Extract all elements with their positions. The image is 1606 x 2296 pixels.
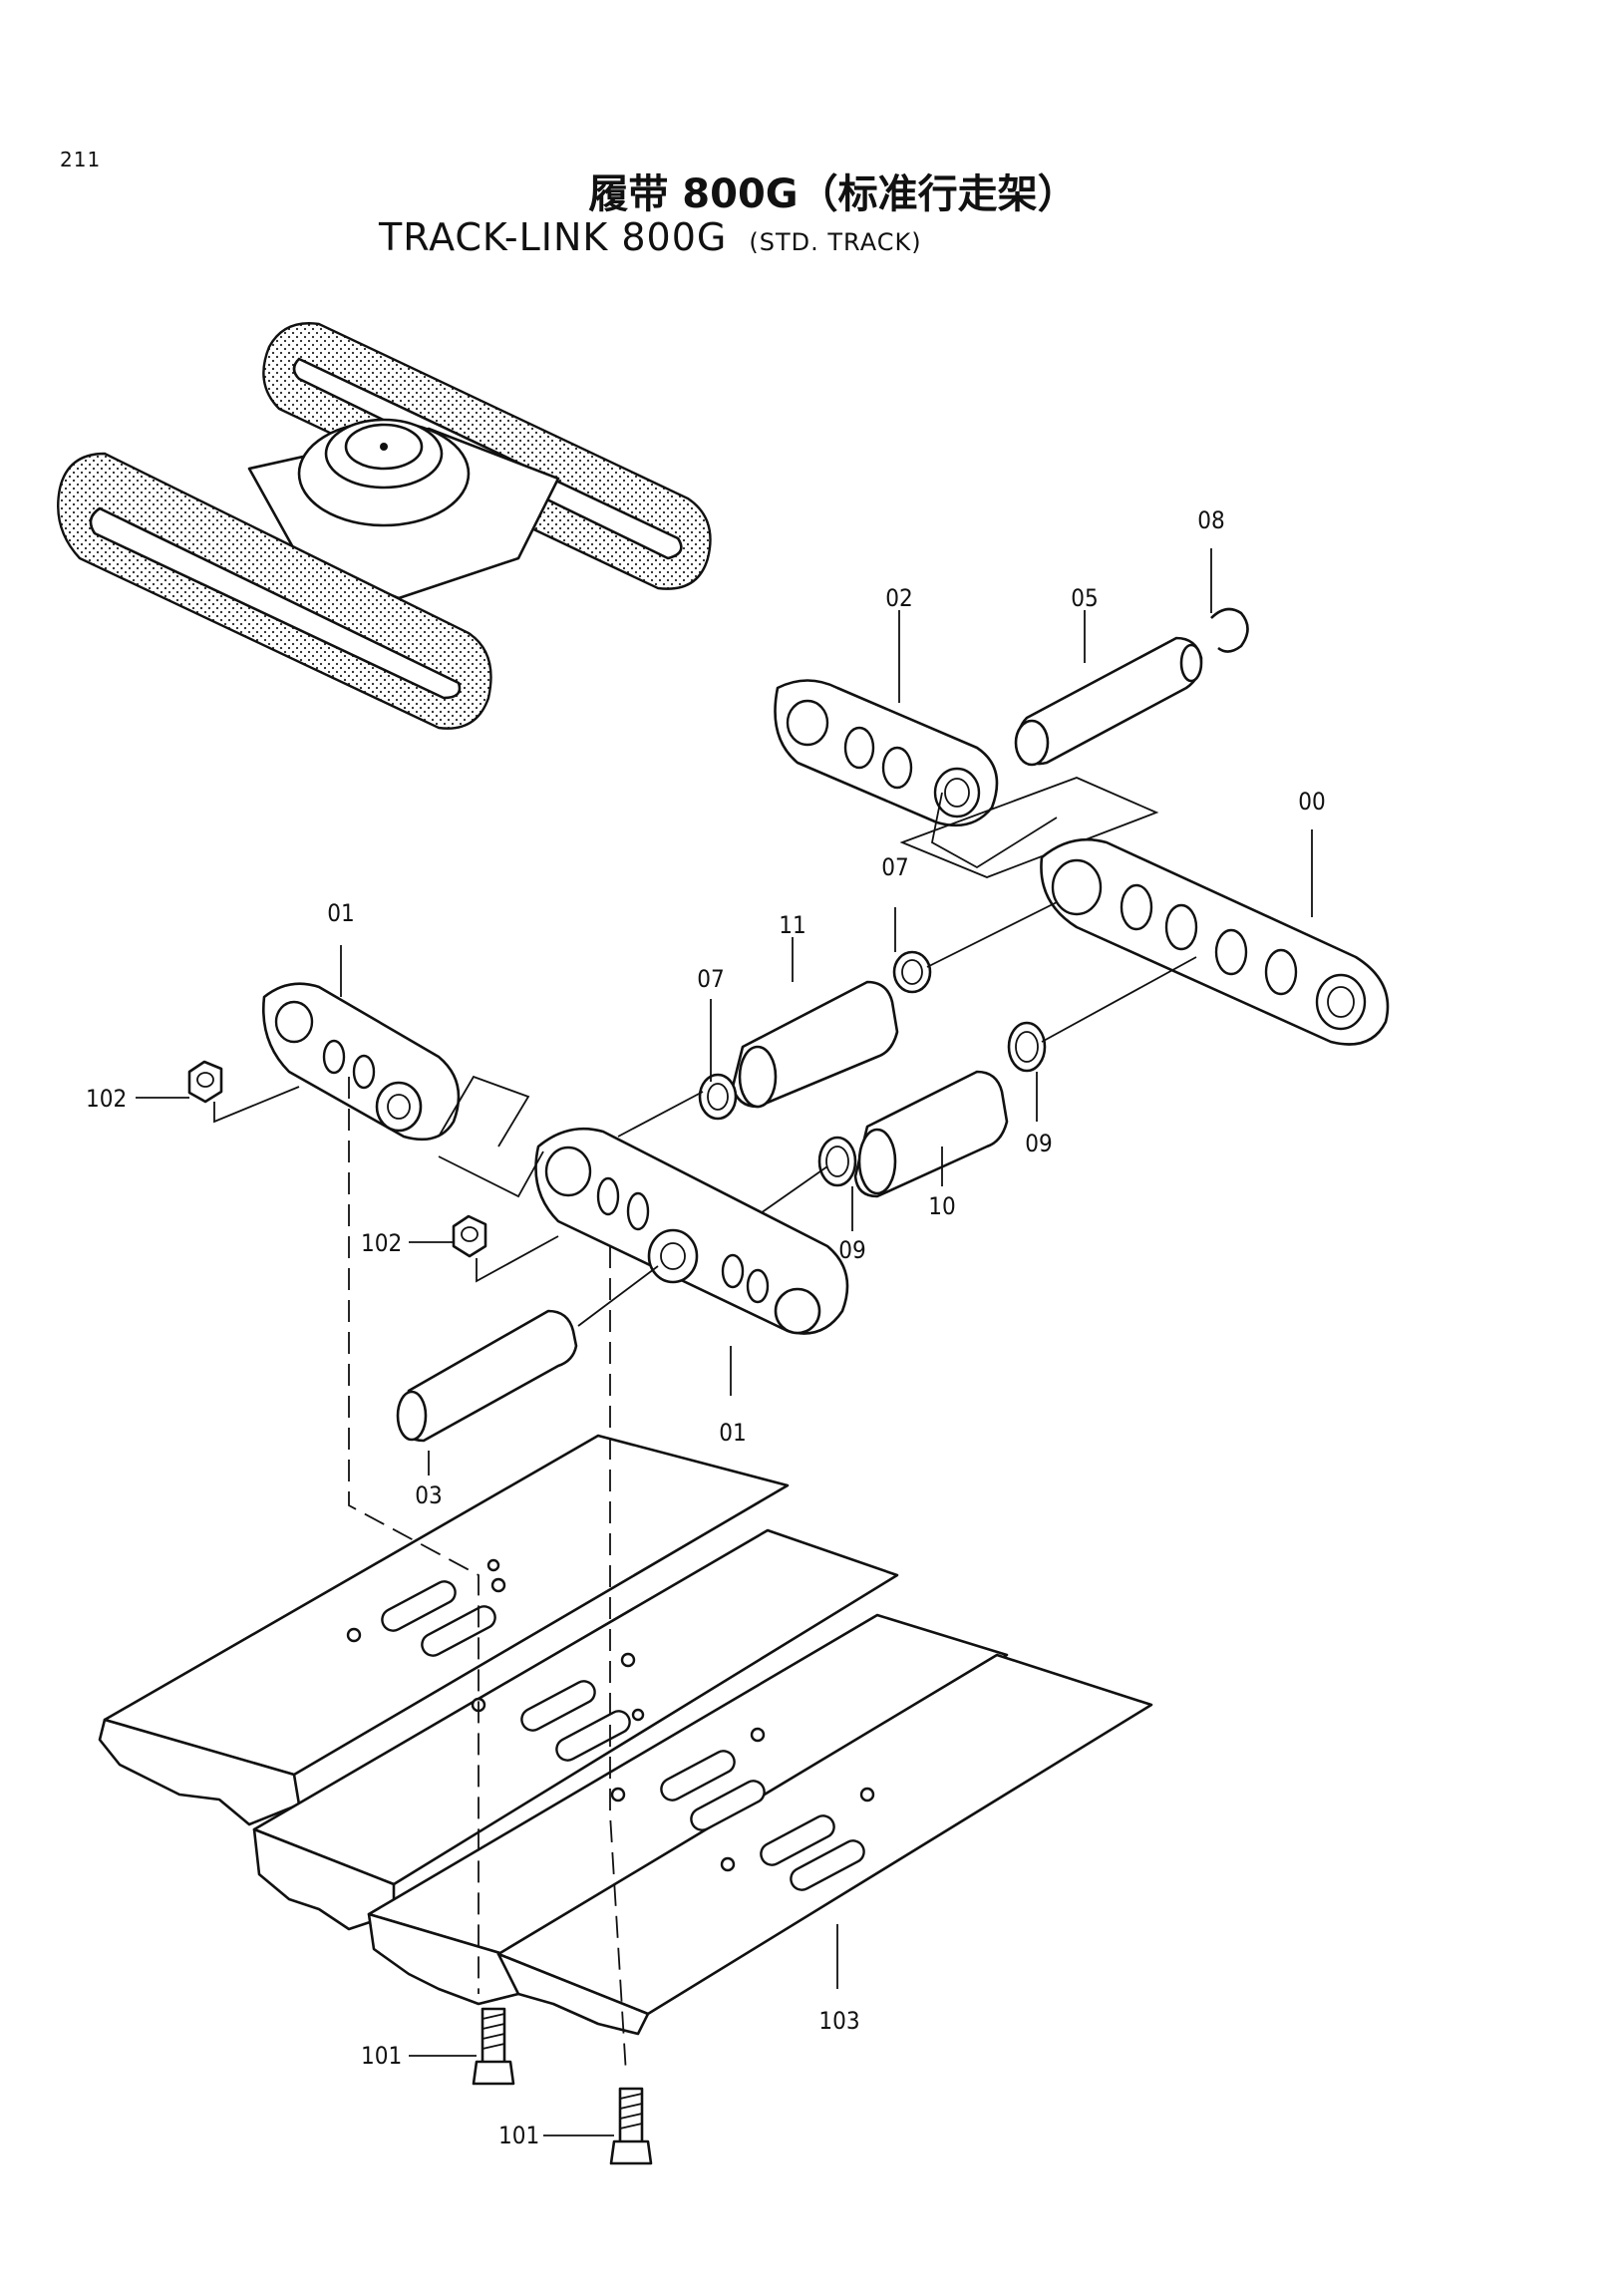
callout-103: 103	[818, 2007, 859, 2035]
callout-102-lower: 102	[361, 1229, 402, 1257]
link-01-left	[262, 982, 461, 1142]
bushing-10	[853, 1070, 1009, 1198]
pin-03	[396, 1309, 578, 1443]
undercarriage-overview-illustration	[57, 322, 712, 730]
callout-08: 08	[1197, 506, 1224, 534]
bolt-101-upper	[472, 2007, 515, 2086]
nut-102-lower	[452, 1214, 487, 1258]
section-frame-upper	[899, 777, 1159, 878]
seal-07-upper	[892, 950, 932, 994]
callout-02: 02	[885, 584, 912, 612]
callout-102-upper: 102	[86, 1085, 127, 1113]
seal-09-upper	[1007, 1021, 1047, 1073]
title-english: TRACK-LINK 800G (STD. TRACK)	[379, 215, 922, 259]
retaining-ring-08	[1210, 607, 1249, 653]
callout-01-upper: 01	[327, 899, 354, 927]
link-01-center	[534, 1127, 849, 1335]
title-english-main: TRACK-LINK 800G	[379, 215, 728, 259]
callout-11: 11	[779, 911, 805, 939]
callout-09-right: 09	[1025, 1130, 1052, 1157]
link-assembly-00	[1040, 837, 1390, 1046]
callout-101-upper: 101	[361, 2042, 402, 2070]
callout-09-left: 09	[838, 1236, 865, 1264]
link-02	[774, 679, 999, 827]
callout-10: 10	[928, 1192, 955, 1220]
title-english-subtitle: (STD. TRACK)	[749, 228, 922, 256]
seal-07-lower	[698, 1073, 738, 1121]
page-number: 211	[60, 148, 102, 171]
callout-07-upper: 07	[881, 853, 908, 881]
callout-01-lower: 01	[719, 1419, 746, 1447]
pin-05	[1014, 636, 1203, 767]
callout-101-lower: 101	[498, 2122, 539, 2149]
link-02-leader-frame	[930, 792, 1058, 869]
callout-05: 05	[1071, 584, 1098, 612]
callout-03: 03	[415, 1481, 442, 1509]
callout-07-lower: 07	[697, 965, 724, 993]
bushing-11	[731, 980, 899, 1109]
seal-09-lower	[817, 1136, 857, 1187]
callout-00: 00	[1298, 788, 1325, 816]
track-shoe-plates	[98, 1434, 1153, 2036]
nut-102-upper	[187, 1060, 223, 1104]
bolt-101-lower	[609, 2087, 653, 2165]
title-chinese: 履带 800G（标准行走架）	[588, 171, 1078, 217]
